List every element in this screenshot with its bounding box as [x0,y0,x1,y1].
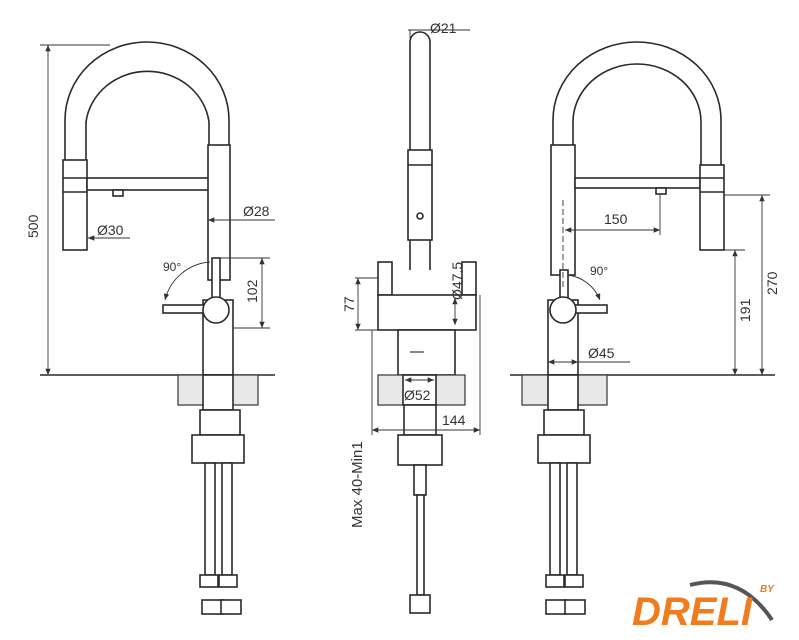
logo-by: BY [760,584,775,595]
body-height-label: 77 [341,296,357,312]
height-500-label: 500 [25,214,41,238]
total-height-label: 270 [764,271,780,295]
handle-diameter-label: Ø47.5 [449,262,465,300]
base-diameter-label: Ø52 [404,387,431,403]
dreli-logo: DRELI BY [632,580,775,634]
lever-angle-label: 90° [163,260,181,274]
head-diameter-label: Ø30 [97,222,124,238]
outlet-height-label: 191 [737,298,753,322]
countertop-thickness-label: Max 40-Min1 [349,441,366,528]
spout-diameter-label: Ø21 [430,20,457,36]
logo-text: DRELI [632,590,753,634]
lever-height-label: 102 [244,279,260,303]
body-diameter-label: Ø28 [243,203,270,219]
right-view: 150 90° Ø45 191 270 [510,41,780,615]
width-label: 144 [442,412,466,428]
left-view: 500 Ø30 Ø28 90° 102 [25,41,275,615]
reach-label: 150 [604,211,628,227]
right-body-diameter-label: Ø45 [588,345,615,361]
right-lever-angle-label: 90° [590,264,608,278]
center-view: Ø21 Ø47.5 77 Ø52 144 Max 40-Min1 [341,20,481,614]
